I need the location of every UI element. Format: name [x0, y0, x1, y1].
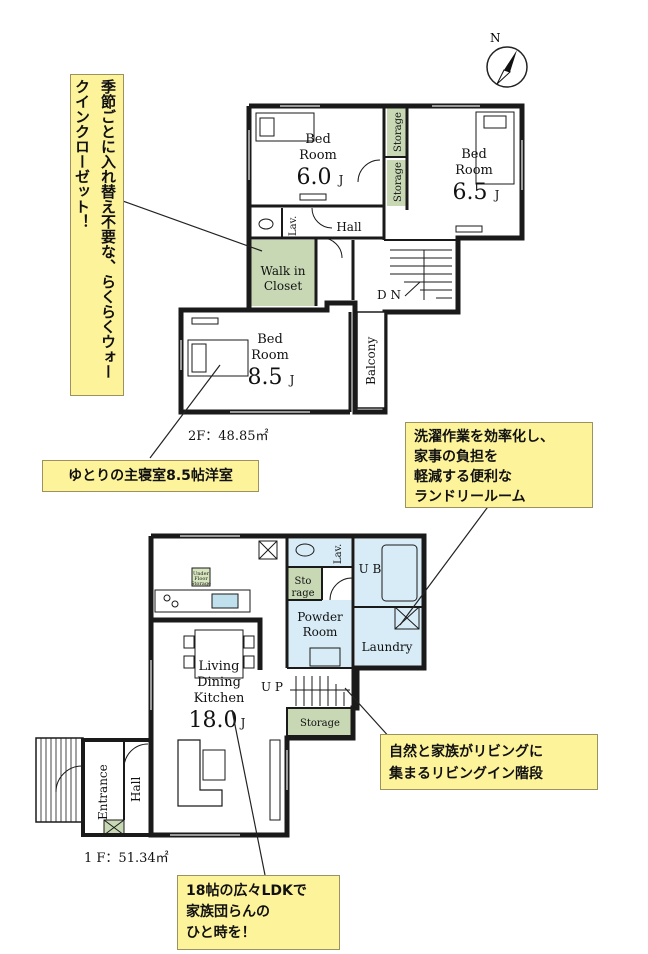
storage-b-label: Storage [393, 162, 404, 202]
ldk-unit: J [239, 716, 246, 730]
floor2-plan [178, 103, 525, 415]
callout-stairs: 自然と家族がリビングに 集まるリビングイン階段 [380, 734, 598, 790]
callout-laundry-line2: 家事の負担を [414, 449, 498, 465]
hall2-label: Hall [336, 220, 361, 234]
laundry-label: Laundry [362, 640, 413, 654]
bed1-size: 6.0 [297, 165, 332, 190]
storage-1f-label: Storage [300, 718, 340, 729]
callout-master-bedroom-text: ゆとりの主寝室8.5帖洋室 [68, 468, 233, 484]
storage-a-label: Storage [393, 112, 404, 152]
up-label: U P [261, 680, 283, 694]
sto-label-line2: rage [291, 588, 314, 599]
under-floor-line3: Storage [191, 581, 211, 587]
balcony-label: Balcony [364, 337, 378, 385]
entrance-label: Entrance [96, 764, 110, 820]
floor1-area-label: 1 F：51.34㎡ [84, 851, 169, 866]
floor1-plan [35, 533, 427, 838]
callout-laundry-line3: 軽減する便利な [414, 469, 512, 485]
sto-label-line1: Sto [295, 576, 312, 587]
hall1-label: Hall [129, 777, 143, 802]
under-floor-line1: Under [193, 571, 210, 577]
floor2-area-label: 2F：48.85㎡ [188, 429, 269, 444]
bed3-label-line2: Room [251, 348, 289, 363]
bed1-unit: J [337, 173, 344, 187]
bed2-label-line2: Room [455, 163, 493, 178]
callout-ldk-line2: 家族団らんの [186, 904, 270, 920]
lav1-label: Lav. [333, 544, 344, 564]
callout-laundry-line1: 洗濯作業を効率化し、 [414, 429, 554, 445]
ldk-size: 18.0 [189, 708, 238, 733]
leader-lines [119, 199, 491, 876]
walkin-closet-fill [249, 240, 316, 306]
callout-stairs-line1: 自然と家族がリビングに [389, 744, 543, 760]
callout-laundry: 洗濯作業を効率化し、 家事の負担を 軽減する便利な ランドリールーム [405, 422, 593, 508]
callout-laundry-line4: ランドリールーム [414, 489, 526, 505]
callout-ldk-line1: 18帖の広々LDKで [186, 883, 307, 899]
under-floor-line2: Floor [194, 576, 208, 582]
ldk-label-line3: Kitchen [194, 691, 245, 706]
callout-ldk: 18帖の広々LDKで 家族団らんの ひと時を！ [177, 875, 340, 950]
ub-label: U B [359, 562, 382, 576]
bed3-unit: J [288, 373, 295, 387]
ldk-label-line1: Living [199, 659, 240, 674]
bed1-label-line1: Bed [305, 132, 331, 147]
bed2-label-line1: Bed [461, 147, 487, 162]
callout-walkin-closet: 季節ごとに入れ替え不要な、らくらくウォークインクローゼット！ [70, 74, 124, 396]
bed3-size: 8.5 [248, 365, 283, 390]
callout-walkin-text: 季節ごとに入れ替え不要な、らくらくウォークインクローゼット！ [73, 79, 117, 379]
ldk-label-line2: Dining [197, 675, 241, 690]
bed2-size: 6.5 [453, 180, 488, 205]
powder-label-line1: Powder [297, 610, 343, 624]
dn-label: D N [377, 288, 401, 302]
bed3-label-line1: Bed [257, 332, 283, 347]
lav2-label: Lav. [288, 216, 299, 236]
walkin-label-line2: Closet [264, 279, 303, 293]
compass-north-label: N [490, 31, 501, 45]
callout-master-bedroom: ゆとりの主寝室8.5帖洋室 [42, 460, 259, 492]
compass-needle-icon [504, 50, 517, 72]
powder-label-line2: Room [303, 625, 338, 639]
compass: N [486, 31, 528, 88]
callout-ldk-line3: ひと時を！ [186, 925, 256, 941]
bed1-label-line2: Room [299, 148, 337, 163]
callout-stairs-line2: 集まるリビングイン階段 [389, 766, 543, 782]
bed2-unit: J [493, 188, 500, 202]
walkin-label-line1: Walk in [261, 264, 306, 278]
